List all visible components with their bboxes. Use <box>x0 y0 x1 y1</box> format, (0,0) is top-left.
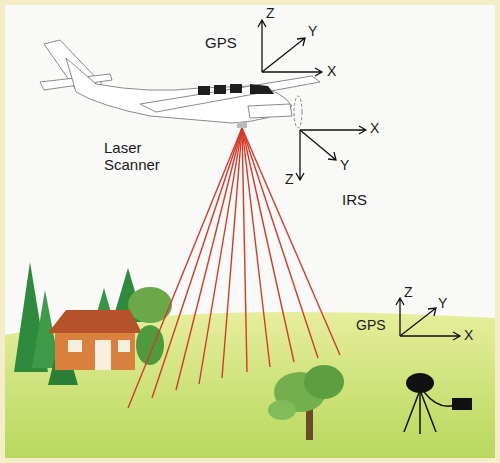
axis-x <box>400 332 460 340</box>
axis-y <box>400 308 436 336</box>
axis-z <box>258 20 266 72</box>
fuselage <box>66 58 292 123</box>
axis-label: X <box>370 121 379 136</box>
axis-z <box>296 130 304 180</box>
beam <box>222 128 242 378</box>
gps-receiver <box>404 390 458 434</box>
airplane <box>40 40 320 128</box>
house-window <box>118 340 130 352</box>
house-door <box>95 340 111 370</box>
axis-y <box>262 38 305 72</box>
gps-box <box>452 398 472 410</box>
axes <box>258 20 460 340</box>
axis-label: Z <box>285 172 294 187</box>
window <box>198 86 210 95</box>
gps-antenna <box>406 373 434 393</box>
axis-label: Y <box>308 24 317 39</box>
axis-z <box>396 298 404 336</box>
conifer-trees <box>14 262 144 385</box>
axis-label: Y <box>340 158 349 173</box>
beam <box>242 128 318 358</box>
tripod-leg <box>419 390 421 434</box>
scanner-label: Laser Scanner <box>104 140 166 173</box>
axis-label: Z <box>404 285 413 300</box>
gps-label: GPS <box>356 318 386 333</box>
axis-label: X <box>464 328 473 343</box>
irs-label: IRS <box>342 192 367 209</box>
window <box>230 84 242 93</box>
windows <box>198 84 274 95</box>
beam <box>176 128 242 390</box>
tree-crown <box>304 365 344 399</box>
house-wall <box>55 330 135 370</box>
axis-x <box>300 126 366 134</box>
beam <box>199 128 242 384</box>
wing <box>140 76 320 112</box>
cockpit-window <box>250 84 274 94</box>
beam <box>152 128 242 398</box>
propeller <box>294 96 302 128</box>
axis-label: X <box>327 64 336 79</box>
ground <box>5 312 495 458</box>
axis-label: Y <box>438 296 447 311</box>
house-window <box>68 340 82 352</box>
beam <box>242 128 270 367</box>
house-roof <box>48 310 142 333</box>
window <box>214 85 226 94</box>
beam <box>242 128 340 355</box>
axis-label: Z <box>266 6 275 21</box>
axis-x <box>262 68 322 76</box>
laser-scanner <box>237 122 247 128</box>
engine <box>248 104 292 118</box>
beam <box>242 128 294 362</box>
sky <box>5 5 495 458</box>
axis-y <box>300 130 336 160</box>
tripod-leg <box>404 390 420 432</box>
gps-label: GPS <box>205 35 237 52</box>
tree-crown <box>268 400 296 420</box>
